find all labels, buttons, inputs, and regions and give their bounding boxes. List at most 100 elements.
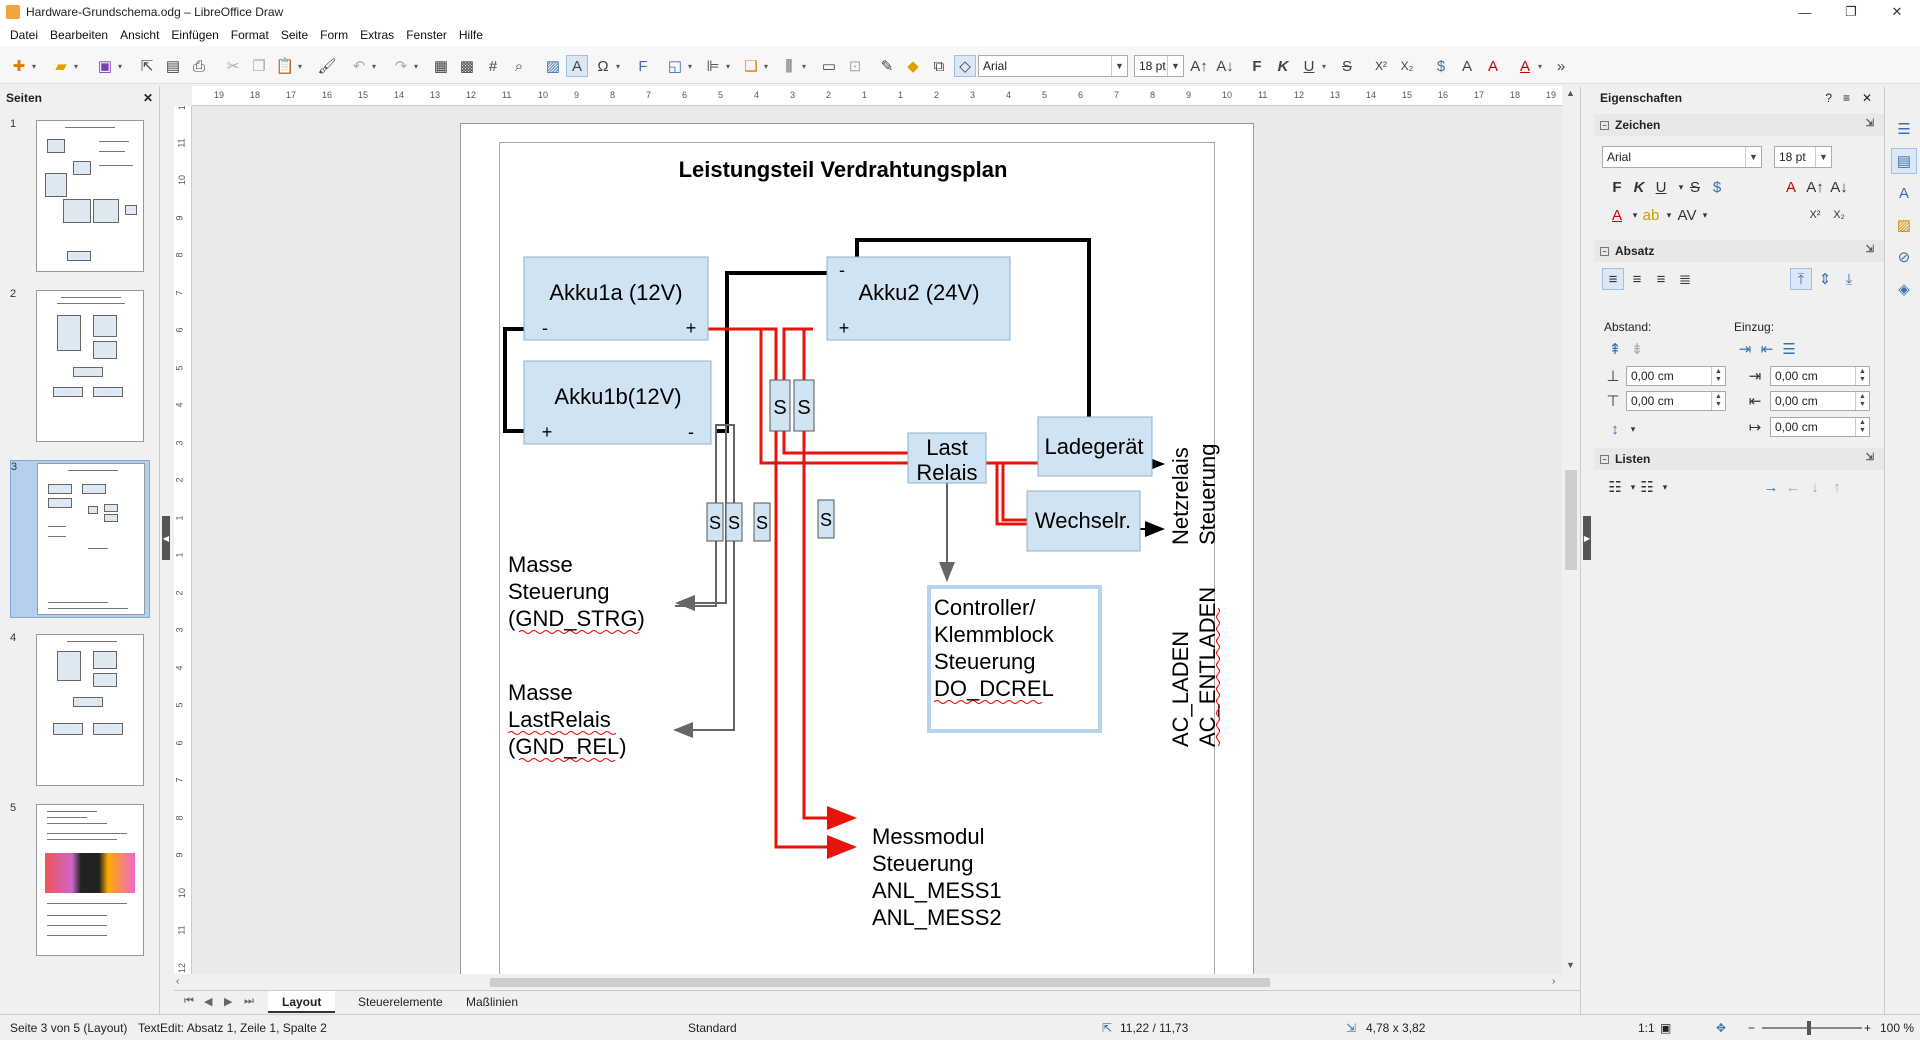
new-document-icon[interactable]: ✚ (12, 58, 26, 75)
spin-arrows-icon[interactable]: ▲▼ (1855, 367, 1869, 385)
increase-indent-icon[interactable]: ⇥ (1738, 341, 1752, 358)
transformations-dropdown-icon[interactable]: ▾ (688, 62, 693, 71)
document-modified-icon[interactable]: ▣ (1660, 1021, 1672, 1035)
align-middle-icon[interactable]: ⇕ (1818, 271, 1832, 288)
font-color-icon[interactable]: A (1611, 206, 1622, 224)
close-window-button[interactable]: ✕ (1891, 4, 1903, 19)
save-icon[interactable]: ▣ (97, 58, 113, 75)
drawing-page[interactable]: Leistungsteil Verdrahtungsplan (460, 123, 1254, 974)
align-dropdown-icon[interactable]: ▾ (726, 62, 731, 71)
ladegeraet-box[interactable]: Ladegerät (1037, 416, 1153, 477)
undo-icon[interactable]: ↶ (352, 58, 366, 75)
strikethrough-button[interactable]: S (1341, 57, 1352, 75)
insert-image-icon[interactable]: ▨ (545, 58, 561, 75)
sidebar-italic-button[interactable]: K (1633, 178, 1645, 196)
menu-deck-icon[interactable]: ☰ (1897, 121, 1911, 138)
bold-button[interactable]: F (1252, 57, 1262, 75)
zeichen-section-header[interactable]: −Zeichen⇲ (1594, 114, 1884, 136)
font-size-combo[interactable]: 18 pt▼ (1134, 55, 1184, 77)
snap-grid-icon[interactable]: ▩ (459, 58, 475, 75)
bullet-list-dropdown-icon[interactable]: ▾ (1630, 481, 1636, 492)
italic-button[interactable]: K (1277, 57, 1289, 75)
tab-masslinien[interactable]: Maßlinien (466, 995, 519, 1009)
collapse-sidebar-icon[interactable]: ▶ (1583, 516, 1591, 560)
clear-formatting-icon[interactable]: A (1487, 57, 1498, 75)
scroll-up-icon[interactable]: ▲ (1566, 88, 1575, 98)
show-draw-functions-icon[interactable]: ◇ (954, 55, 976, 77)
wiring-diagram[interactable]: Leistungsteil Verdrahtungsplan (461, 124, 1255, 974)
align-bottom-icon[interactable]: ⤓ (1845, 270, 1853, 288)
scale-status[interactable]: 1:1 (1638, 1021, 1655, 1035)
masse-lastrelais-label[interactable]: Masse LastRelais (GND_REL) (507, 680, 627, 762)
menu-bearbeiten[interactable]: Bearbeiten (50, 28, 109, 42)
distribute-dropdown-icon[interactable]: ▾ (802, 62, 807, 71)
zoom-in-button[interactable]: + (1864, 1021, 1872, 1035)
navigator-deck-icon[interactable]: ⊘ (1897, 249, 1911, 266)
sidebar-help-icon[interactable]: ? (1825, 91, 1832, 105)
shapes-deck-icon[interactable]: ◈ (1898, 281, 1910, 298)
spin-arrows-icon[interactable]: ▲▼ (1711, 367, 1725, 385)
move-down-icon[interactable]: ↓ (1811, 478, 1819, 496)
align-center-icon[interactable]: ≡ (1632, 270, 1642, 288)
sidebar-menu-icon[interactable]: ≡ (1842, 91, 1850, 105)
font-color-dropdown-icon[interactable]: ▾ (1538, 62, 1543, 71)
undo-dropdown-icon[interactable]: ▾ (372, 62, 377, 71)
spacing-below-input[interactable]: 0,00 cm▲▼ (1626, 391, 1726, 411)
menu-hilfe[interactable]: Hilfe (458, 28, 483, 42)
chevron-down-icon[interactable]: ▼ (1111, 56, 1127, 76)
more-options-icon[interactable]: ⇲ (1865, 244, 1874, 255)
demote-icon[interactable]: → (1763, 478, 1779, 496)
more-options-icon[interactable]: ⇲ (1865, 452, 1874, 463)
menu-format[interactable]: Format (230, 28, 269, 42)
collapse-icon[interactable]: − (1600, 120, 1609, 130)
sidebar-underline-button[interactable]: U (1655, 178, 1667, 196)
scroll-left-icon[interactable]: ‹ (176, 976, 180, 987)
chevron-down-icon[interactable]: ▼ (1167, 56, 1183, 76)
shadow-text-icon[interactable]: $ (1712, 178, 1722, 196)
shrink-font-icon[interactable]: A↓ (1216, 57, 1234, 75)
distribute-icon[interactable]: ⫼ (785, 57, 793, 75)
special-character-dropdown-icon[interactable]: ▾ (616, 62, 621, 71)
menu-einfuegen[interactable]: Einfügen (171, 28, 219, 42)
copy-icon[interactable]: ❐ (252, 58, 266, 75)
scroll-down-icon[interactable]: ▼ (1566, 960, 1575, 970)
horizontal-scrollbar[interactable]: ‹ › (174, 974, 1562, 990)
insert-textbox-icon[interactable]: A (566, 55, 588, 77)
font-color-icon[interactable]: A (1519, 57, 1530, 75)
scroll-right-icon[interactable]: › (1552, 976, 1556, 987)
indent-before-input[interactable]: 0,00 cm▲▼ (1770, 366, 1870, 386)
menu-ansicht[interactable]: Ansicht (120, 28, 160, 42)
cut-icon[interactable]: ✂ (226, 58, 240, 75)
special-character-icon[interactable]: Ω (597, 57, 609, 75)
fontwork-icon[interactable]: F (638, 57, 648, 75)
zoom-status[interactable]: 100 % (1880, 1021, 1915, 1035)
tab-steuerelemente[interactable]: Steuerelemente (358, 995, 443, 1009)
zoom-icon[interactable]: ⌕ (514, 57, 524, 75)
sidebar-bold-button[interactable]: F (1612, 178, 1622, 196)
drawing-canvas[interactable]: Leistungsteil Verdrahtungsplan (192, 106, 1562, 974)
maximize-button[interactable]: ❐ (1845, 4, 1857, 19)
clear-formatting-icon[interactable]: A (1785, 178, 1796, 196)
page-thumbnail-4[interactable]: 4 (10, 632, 150, 792)
spin-arrows-icon[interactable]: ▲▼ (1855, 392, 1869, 410)
menu-seite[interactable]: Seite (280, 28, 309, 42)
zoom-slider[interactable] (1762, 1027, 1862, 1029)
akku1b-box[interactable]: Akku1b(12V) - + (523, 360, 712, 445)
menu-form[interactable]: Form (320, 28, 349, 42)
font-color-dropdown-icon[interactable]: ▾ (1632, 209, 1638, 220)
chevron-down-icon[interactable]: ▼ (1815, 147, 1831, 167)
page-thumbnail-1[interactable]: 1 (10, 118, 150, 278)
spin-arrows-icon[interactable]: ▲▼ (1855, 418, 1869, 436)
horizontal-scroll-thumb[interactable] (490, 978, 1270, 987)
collapse-icon[interactable]: − (1600, 454, 1609, 464)
minimize-button[interactable]: — (1798, 4, 1812, 20)
wechselrichter-box[interactable]: Wechselr. (1026, 490, 1141, 552)
glue-points-icon[interactable]: ◆ (907, 58, 919, 75)
transformations-icon[interactable]: ◱ (667, 58, 683, 75)
redo-icon[interactable]: ↷ (394, 58, 408, 75)
collapse-icon[interactable]: − (1600, 246, 1609, 256)
outline-text-icon[interactable]: A (1461, 57, 1472, 75)
points-icon[interactable]: ✎ (880, 58, 894, 75)
align-right-icon[interactable]: ≡ (1656, 270, 1666, 288)
